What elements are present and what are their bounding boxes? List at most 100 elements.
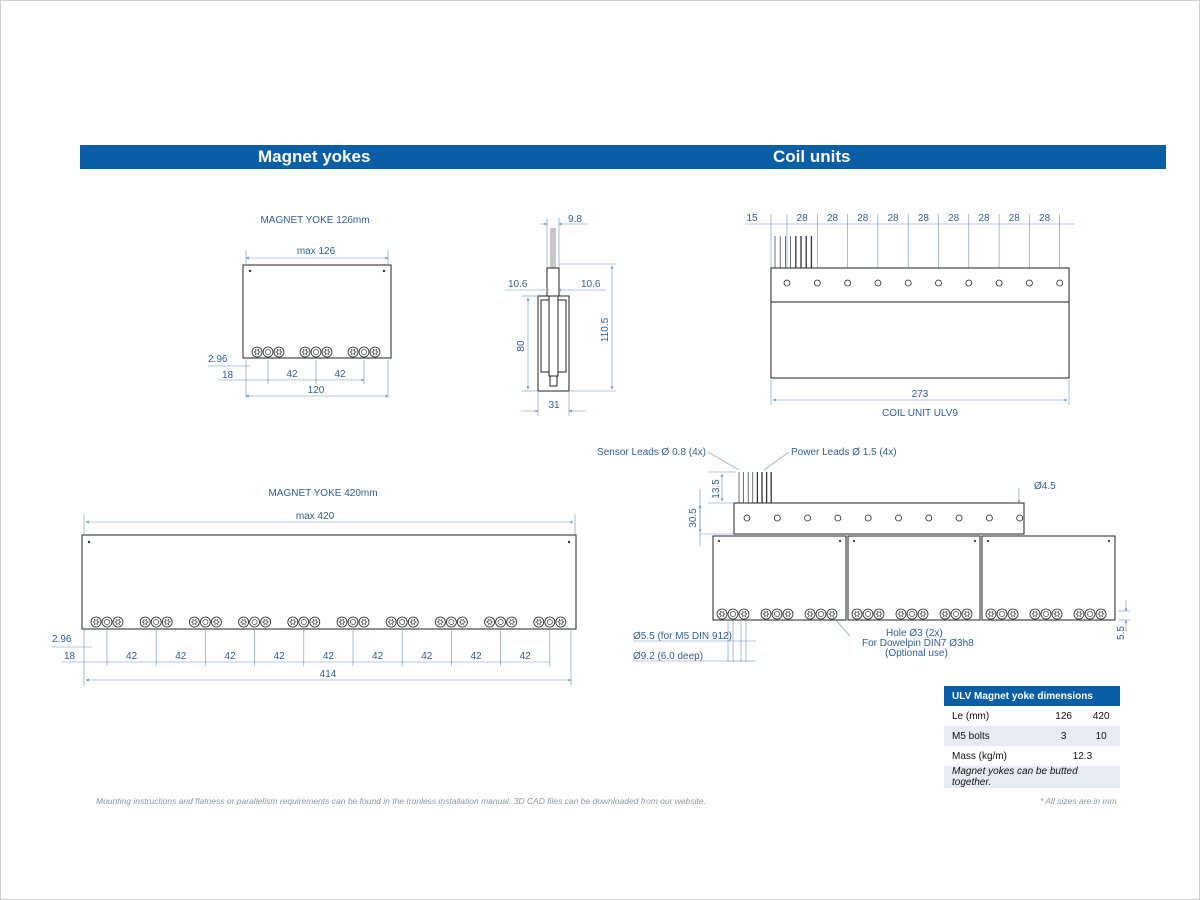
yoke-bolt-hole [347, 616, 359, 628]
side-d-80: 80 [516, 340, 527, 352]
side-view-drawing: 9.8 10.6 10.6 80 110.5 31 [505, 214, 616, 416]
header-magnet-yokes: Magnet yokes [258, 147, 371, 166]
yoke-bolt-hole [1084, 608, 1096, 620]
assembly-coil-hole [955, 514, 963, 522]
coil-mount-hole [813, 279, 821, 287]
assembly-yoke-3 [981, 535, 1116, 621]
assembly-coil-hole [864, 514, 872, 522]
yoke-420-d-18: 18 [64, 651, 76, 662]
assembly-d-4-5: Ø4.5 [1034, 481, 1056, 492]
yoke-bolt-hole [161, 616, 173, 628]
assembly-power-leads: Power Leads Ø 1.5 (4x) [791, 447, 897, 458]
assembly-hole-1: Hole Ø3 (2x) [886, 628, 943, 639]
yoke-bolt-hole [1007, 608, 1019, 620]
coil-top-dim: 28 [1039, 213, 1051, 224]
yoke-bolt-hole [1073, 608, 1085, 620]
coil-mount-hole [995, 279, 1003, 287]
coil-top-dim: 28 [857, 213, 869, 224]
yoke-126-max: max 126 [297, 246, 336, 257]
yoke-420-d-414: 414 [320, 669, 337, 680]
coil-mount-hole [904, 279, 912, 287]
yoke-bolt-hole [210, 616, 222, 628]
coil-unit-body [770, 267, 1070, 379]
yoke-420-pitch-dim: 42 [372, 651, 384, 662]
yoke-126-d-42a: 42 [286, 369, 298, 380]
coil-top-dim: 28 [827, 213, 839, 224]
side-d-110-5: 110.5 [600, 317, 611, 342]
table-note: Magnet yokes can be butted together. [944, 766, 1120, 788]
yoke-420-pitch-dim: 42 [323, 651, 335, 662]
yoke-420-pitch-dim: 42 [421, 651, 433, 662]
yoke-dimension-table: ULV Magnet yoke dimensions Le (mm) 126 4… [944, 686, 1120, 788]
yoke-bolt-hole [862, 608, 874, 620]
yoke-bolt-hole [369, 346, 381, 358]
yoke-bolt-hole [385, 616, 397, 628]
yoke-bolt-hole [996, 608, 1008, 620]
table-row-le-420: 420 [1092, 710, 1110, 722]
yoke-126-d-2-96: 2.96 [208, 354, 228, 365]
yoke-bolt-hole [738, 608, 750, 620]
coil-top-dim: 28 [918, 213, 930, 224]
yoke-bolt-hole [939, 608, 951, 620]
assembly-coil-body [733, 502, 1025, 535]
assembly-sensor-leads: Sensor Leads Ø 0.8 (4x) [597, 447, 706, 458]
yoke-bolt-hole [273, 346, 285, 358]
yoke-420-max: max 420 [296, 511, 335, 522]
assembly-coil-hole [743, 514, 751, 522]
yoke-420-title: MAGNET YOKE 420mm [268, 488, 377, 499]
coil-mount-hole [783, 279, 791, 287]
yoke-bolt-hole [506, 616, 518, 628]
assembly-d-13-5: 13.5 [711, 479, 722, 499]
yoke-420-drawing: MAGNET YOKE 420mm max 420 2.96 42 42 42 42 4… [52, 488, 577, 686]
yoke-bolt-hole [336, 616, 348, 628]
table-row-mass-label: Mass (kg/m) [952, 750, 1007, 762]
yoke-420-pitch-dim: 42 [175, 651, 187, 662]
coil-d-273: 273 [912, 389, 929, 400]
yoke-420-d-2-96: 2.96 [52, 634, 72, 645]
header-band: Magnet yokes Coil units [80, 145, 1166, 169]
yoke-bolt-hole [826, 608, 838, 620]
yoke-bolt-hole [895, 608, 907, 620]
yoke-bolt-hole [950, 608, 962, 620]
side-d-31: 31 [548, 400, 560, 411]
yoke-126-d-42b: 42 [334, 369, 346, 380]
yoke-bolt-hole [287, 616, 299, 628]
footer-units: * All sizes are in mm [1040, 796, 1117, 806]
assembly-coil-hole [986, 514, 993, 522]
assembly-hole-3: (Optional use) [885, 648, 948, 659]
yoke-420-pitch-dim: 42 [274, 651, 286, 662]
yoke-bolt-hole [961, 608, 973, 620]
yoke-bolt-hole [238, 616, 250, 628]
assembly-d-30-5: 30.5 [688, 508, 699, 528]
yoke-bolt-hole [407, 616, 419, 628]
yoke-bolt-hole [396, 616, 408, 628]
coil-mount-hole [874, 279, 882, 287]
yoke-bolt-hole [298, 616, 310, 628]
yoke-bolt-hole [555, 616, 567, 628]
yoke-420-pitch-dim: 42 [520, 651, 532, 662]
yoke-bolt-hole [533, 616, 545, 628]
yoke-bolt-hole [249, 616, 261, 628]
coil-mount-hole [1026, 279, 1033, 287]
assembly-drawing: Sensor Leads Ø 0.8 (4x) Power Leads Ø 1.… [597, 447, 1130, 662]
yoke-bolt-hole [101, 616, 113, 628]
yoke-bolt-hole [299, 346, 311, 358]
table-row-bolts-126: 3 [1044, 726, 1083, 746]
yoke-bolt-hole [771, 608, 783, 620]
yoke-bolt-hole [1051, 608, 1063, 620]
yoke-bolt-hole [873, 608, 885, 620]
coil-mount-hole [935, 279, 942, 287]
coil-mount-hole [844, 279, 851, 287]
yoke-bolt-hole [358, 346, 370, 358]
yoke-bolt-hole [985, 608, 997, 620]
yoke-bolt-hole [188, 616, 200, 628]
yoke-bolt-hole [445, 616, 457, 628]
assembly-yoke-1 [712, 535, 847, 621]
side-d-10-6b: 10.6 [581, 279, 601, 290]
header-coil-units: Coil units [773, 147, 851, 166]
yoke-420-pitch-dim: 42 [224, 651, 236, 662]
coil-top-dim: 28 [887, 213, 899, 224]
yoke-bolt-hole [310, 346, 322, 358]
assembly-coil-hole [895, 514, 902, 522]
yoke-bolt-hole [90, 616, 102, 628]
